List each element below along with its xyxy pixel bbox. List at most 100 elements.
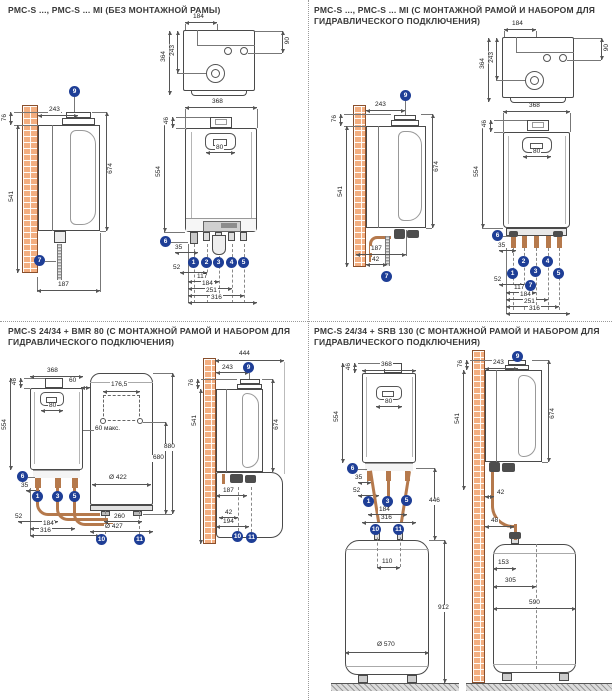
dim-label: 52 — [493, 276, 503, 284]
centerline — [513, 248, 514, 310]
dimension-line — [167, 31, 172, 95]
top-seam — [516, 52, 574, 53]
dimension-line — [216, 493, 247, 498]
dimension-line — [338, 114, 343, 126]
callout-11: 11 — [246, 532, 257, 543]
extension-line — [24, 378, 45, 379]
dim-label: 912 — [437, 604, 450, 612]
extension-line — [570, 113, 571, 132]
panel-pmcs-with-frame: PMC-S ..., PMC-S ... MI (С МОНТАЖНОЙ РАМ… — [306, 0, 612, 322]
dimension-line — [358, 493, 379, 498]
valve-body — [394, 229, 405, 239]
bottom-strip — [33, 470, 80, 478]
callout-6: 6 — [492, 230, 503, 241]
dim-label: 184 — [378, 506, 391, 514]
dim-label: 46 — [163, 116, 171, 126]
dim-label: 541 — [337, 185, 345, 198]
dimension-line — [162, 117, 167, 232]
hydraulic-manifold — [506, 228, 567, 236]
dim-label: 184 — [201, 280, 214, 288]
callout-9: 9 — [512, 351, 523, 362]
dim-label: 80 — [532, 148, 542, 156]
extension-line — [188, 244, 189, 303]
boiler-front-view — [362, 373, 416, 463]
callout-4: 4 — [226, 257, 237, 268]
leader-line — [358, 469, 367, 470]
extension-line — [406, 230, 407, 256]
extension-line — [143, 514, 172, 515]
bottom-strip — [365, 463, 413, 471]
copper-stub — [557, 236, 562, 248]
dim-label: 76 — [331, 114, 339, 124]
centerline — [207, 244, 208, 303]
flue-cap — [210, 117, 232, 128]
dim-label: 35 — [497, 242, 507, 250]
flue-cap — [45, 378, 63, 388]
panel-title: PMC-S ..., PMC-S ... MI (С МОНТАЖНОЙ РАМ… — [314, 5, 596, 27]
dimension-line — [503, 109, 570, 114]
panel-seam — [79, 392, 80, 464]
top-seam — [197, 30, 198, 46]
centerline — [548, 248, 549, 310]
dimension-line — [270, 379, 275, 472]
extension-line — [358, 363, 384, 364]
flue-cap-base — [237, 384, 262, 389]
dim-label: 368 — [380, 361, 393, 369]
dimension-line — [215, 358, 284, 363]
quadrant-divider-vertical — [308, 0, 309, 700]
extension-line — [255, 31, 282, 32]
extension-line — [37, 277, 38, 292]
dim-label: 554 — [1, 418, 9, 431]
callout-1: 1 — [507, 268, 518, 279]
copper-stub — [534, 236, 539, 248]
valve-body — [245, 475, 256, 483]
extension-line — [100, 231, 106, 232]
flue-cap-base — [62, 118, 95, 125]
dimension-line — [185, 20, 217, 25]
dim-label: 176,5 — [110, 381, 129, 389]
pipe-stub — [240, 232, 247, 241]
dimension-line — [195, 379, 200, 389]
dim-label: 305 — [504, 577, 517, 585]
dim-label: 76 — [188, 378, 196, 388]
dim-label: 117 — [196, 273, 209, 281]
dim-label: 35 — [20, 482, 30, 490]
panel-seam — [378, 126, 379, 228]
panel-pmcs-srb130: PMC-S 24/34 + SRB 130 (С МОНТАЖНОЙ РАМОЙ… — [306, 322, 612, 700]
extension-line — [176, 117, 210, 118]
dim-label: 243 — [169, 44, 177, 57]
dimension-line — [442, 540, 447, 683]
extension-line — [92, 112, 106, 113]
dimension-line — [493, 606, 576, 611]
extension-line — [421, 114, 432, 115]
dimension-line — [485, 524, 514, 529]
panel-seam — [496, 370, 497, 462]
callout-9: 9 — [69, 86, 80, 97]
leader-line — [503, 236, 511, 237]
copper-pipe — [36, 488, 100, 516]
extension-line — [24, 388, 30, 389]
centerline — [219, 256, 220, 303]
dimension-line — [41, 408, 63, 413]
callout-2: 2 — [518, 256, 529, 267]
centerline — [377, 532, 378, 567]
flue-circle-inner — [211, 69, 220, 78]
quadrant-divider-horizontal — [0, 321, 612, 322]
flue-port-inner — [46, 397, 57, 403]
copper-pipe — [73, 488, 113, 526]
centerline — [400, 532, 401, 567]
dim-label: 80 — [215, 144, 225, 152]
callout-1: 1 — [188, 257, 199, 268]
flue-cap — [240, 379, 260, 384]
dimension-line — [352, 363, 357, 373]
extension-line — [257, 109, 258, 128]
extension-line — [503, 113, 504, 132]
dimension-line — [546, 360, 551, 462]
front-curve — [518, 375, 536, 457]
dimension-line — [362, 368, 416, 373]
extension-line — [431, 540, 444, 541]
dimension-line — [485, 494, 494, 499]
callout-6: 6 — [17, 471, 28, 482]
tank-foot — [133, 511, 142, 516]
